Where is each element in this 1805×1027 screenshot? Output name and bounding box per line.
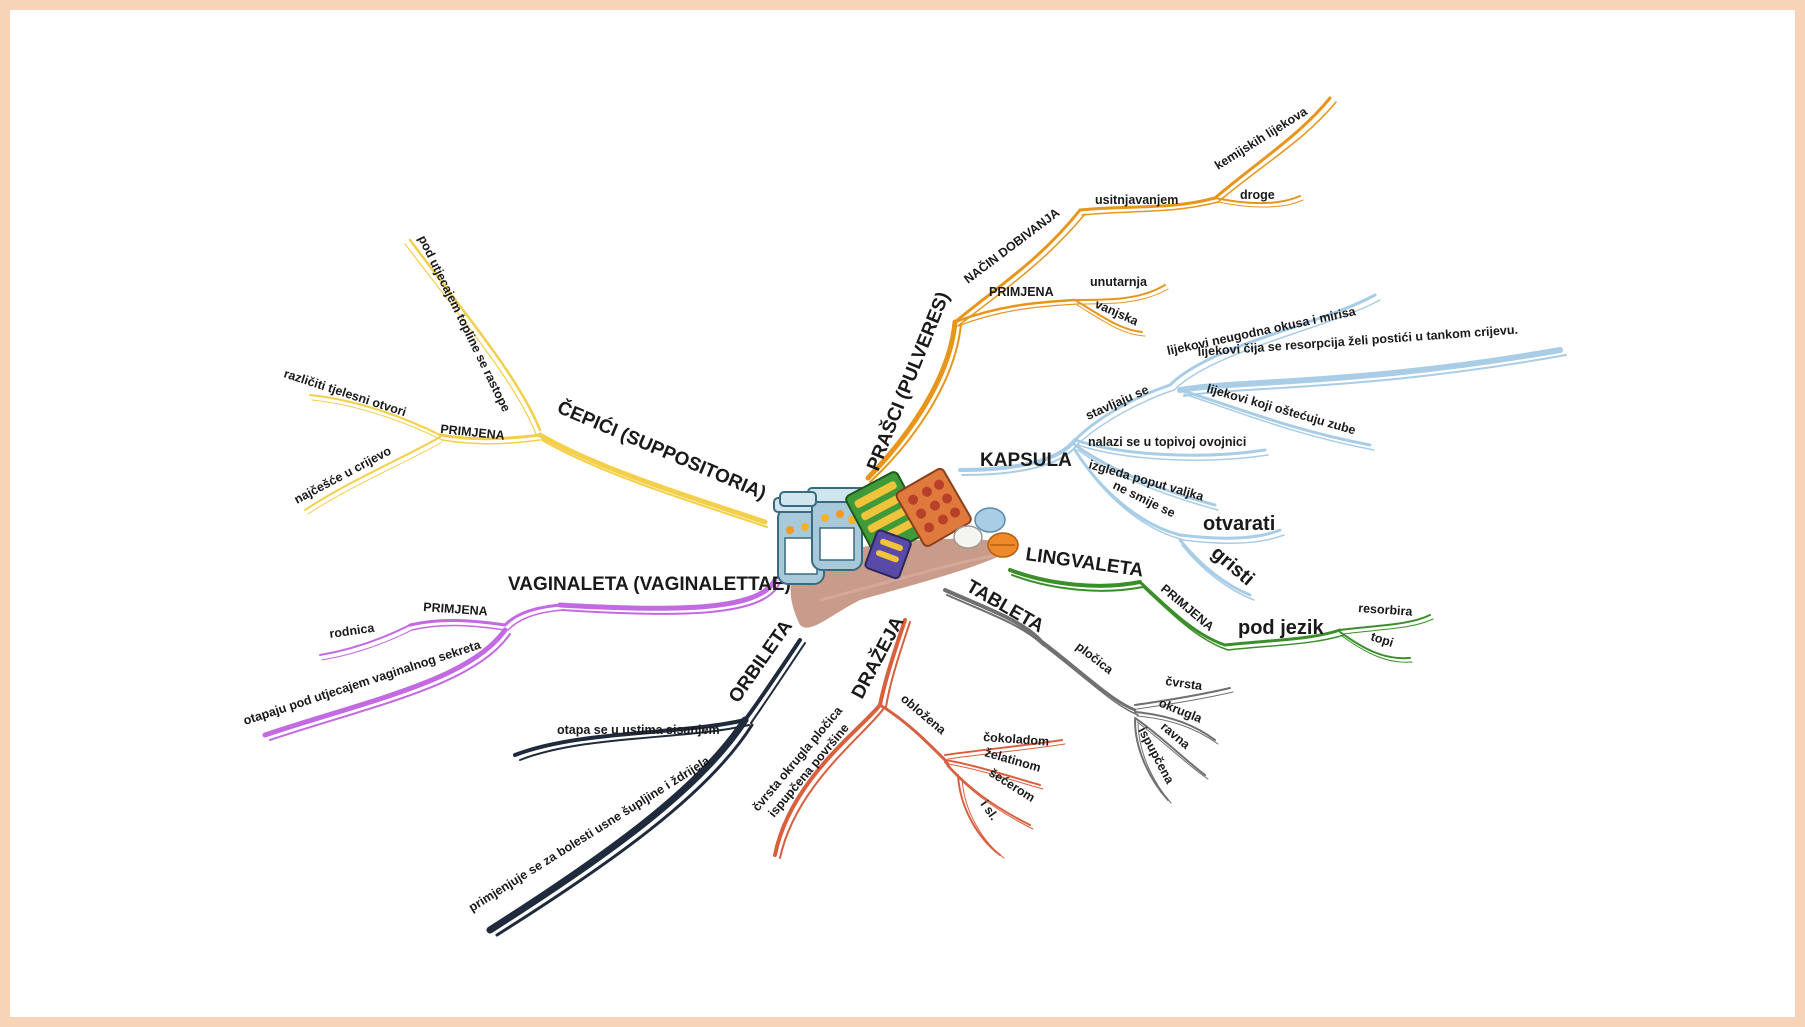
prasci-droge: droge [1240, 188, 1275, 202]
branch-orbileta: ORBILETA otapa se u ustima sisanjem prim… [466, 616, 806, 937]
lingvaleta-pod-jezik: pod jezik [1238, 617, 1324, 639]
lingvaleta-topi: topi [1369, 630, 1395, 650]
prasci-usitnjavanjem: usitnjavanjem [1095, 193, 1178, 207]
branch-prasci: PRAŠCI (PULVERES) NAČIN DOBIVANJA usitnj… [862, 96, 1337, 483]
orbileta-otapa: otapa se u ustima sisanjem [557, 723, 720, 737]
branch-cepici: ČEPIĆI (SUPPOSITORIA) PRIMJENA različiti… [282, 233, 769, 528]
drazeja-obloz: obložena [898, 692, 949, 738]
tableta-cvrsta: čvrsta [1165, 674, 1204, 693]
medicine-bottles-and-pills-icon [773, 467, 1020, 628]
kapsula-gristi: gristi [1207, 542, 1259, 590]
drazeja-isl: i sl. [978, 798, 1001, 823]
branch-drazeja: DRAŽEJA obložena čokoladom želatinom šeć… [750, 613, 1066, 859]
lingvaleta-resorbira: resorbira [1358, 601, 1414, 619]
prasci-unutarnja: unutarnja [1090, 275, 1148, 289]
vaginaleta-otapaju: otapaju pod utjecajem vaginalnog sekreta [242, 637, 484, 727]
cepici-razliciti: različiti tjelesni otvori [282, 367, 408, 420]
lingvaleta-title: LINGVALETA [1024, 544, 1145, 581]
kapsula-nalazi: nalazi se u topivoj ovojnici [1088, 435, 1246, 449]
kapsula-title: KAPSULA [980, 450, 1072, 471]
cepici-primjena: PRIMJENA [440, 422, 506, 443]
orbileta-primjenjuje: primjenjuje se za bolesti usne šupljine … [466, 753, 713, 915]
vaginaleta-primjena: PRIMJENA [423, 600, 488, 618]
vaginaleta-title: VAGINALETA (VAGINALETTAE) [508, 574, 791, 595]
cepici-topline: pod utjecajem topline se rastope [415, 233, 513, 414]
vaginaleta-rodnica: rodnica [328, 621, 376, 641]
drazeja-cokoladom: čokoladom [983, 730, 1050, 749]
branch-vaginaleta: VAGINALETA (VAGINALETTAE) PRIMJENA rodni… [242, 574, 791, 741]
prasci-primjena: PRIMJENA [989, 285, 1054, 299]
kapsula-otvarati: otvarati [1203, 513, 1275, 535]
